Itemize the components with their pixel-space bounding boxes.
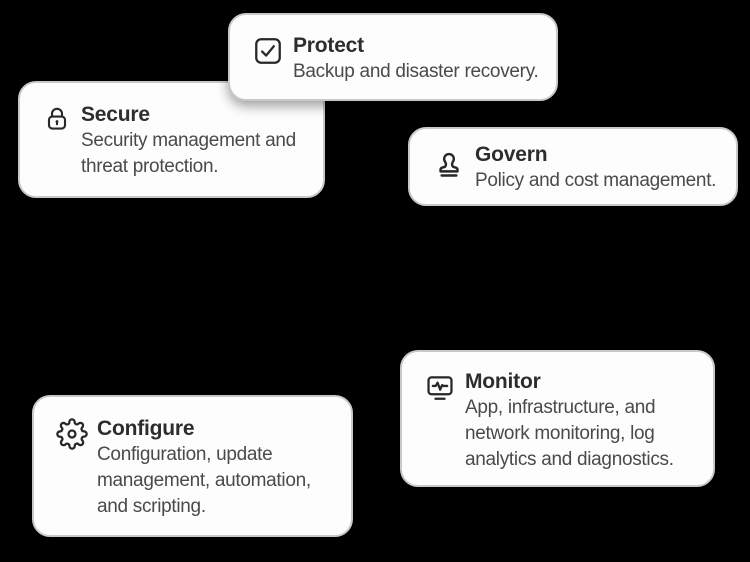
gear-icon xyxy=(56,418,88,450)
feature-card-description: Security management and threat protectio… xyxy=(81,130,296,177)
feature-card-description: Backup and disaster recovery. xyxy=(293,61,539,82)
checkbox-check-icon xyxy=(252,35,284,67)
feature-card-text: Monitor App, infrastructure, and network… xyxy=(465,369,701,473)
feature-card-title: Configure xyxy=(97,417,195,440)
feature-card-govern: Govern Policy and cost management. xyxy=(408,127,738,206)
lock-icon xyxy=(42,104,72,134)
feature-card-text: Protect Backup and disaster recovery. xyxy=(293,33,544,85)
feature-card-title: Monitor xyxy=(465,370,541,393)
stamp-icon xyxy=(432,148,466,182)
feature-card-text: Configure Configuration, update manageme… xyxy=(97,416,339,520)
feature-card-description: Configuration, update management, automa… xyxy=(97,444,311,517)
feature-card-title: Govern xyxy=(475,143,548,166)
feature-card-text: Secure Security management and threat pr… xyxy=(81,102,311,180)
feature-card-title: Secure xyxy=(81,103,150,126)
feature-card-title: Protect xyxy=(293,34,364,57)
feature-card-protect: Protect Backup and disaster recovery. xyxy=(228,13,558,101)
monitor-pulse-icon xyxy=(424,371,456,403)
feature-card-text: Govern Policy and cost management. xyxy=(475,142,724,194)
feature-card-monitor: Monitor App, infrastructure, and network… xyxy=(400,350,715,487)
feature-card-description: Policy and cost management. xyxy=(475,170,717,191)
feature-card-configure: Configure Configuration, update manageme… xyxy=(32,395,353,537)
feature-card-description: App, infrastructure, and network monitor… xyxy=(465,397,674,470)
